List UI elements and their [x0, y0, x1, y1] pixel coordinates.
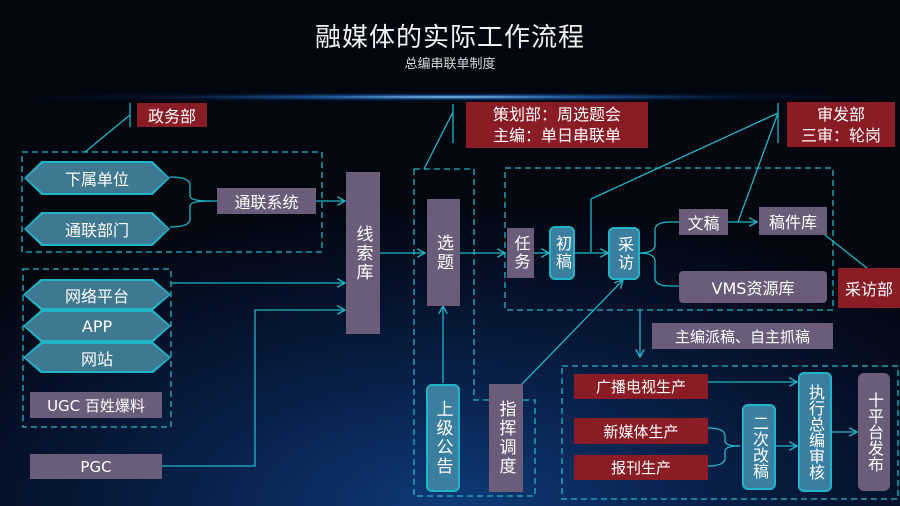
- interview-dept-label: 采访部: [838, 268, 900, 308]
- page-subtitle: 总编串联单制度: [404, 57, 496, 72]
- manuscript-box: 文稿: [679, 209, 728, 235]
- page-title: 融媒体的实际工作流程: [314, 23, 585, 53]
- interview-box: 采访: [608, 227, 640, 280]
- group-topic-dashed: [413, 168, 536, 497]
- publish-box: 十平台发布: [858, 373, 890, 491]
- planning-line-2: 主编：单日串联单: [492, 126, 621, 145]
- dispatch-note-box: 主编派稿、自主抓稿: [652, 323, 833, 349]
- first-draft-box: 初稿: [549, 226, 575, 280]
- new-media-box: 新媒体生产: [574, 418, 708, 444]
- liaison-system-box: 通联系统: [217, 188, 316, 214]
- hex-network-platform: 网络平台: [25, 281, 169, 308]
- review-line-2: 三审：轮岗: [800, 125, 881, 145]
- clue-library-box: 线索库: [346, 172, 380, 334]
- group-production-dashed: [561, 365, 899, 500]
- group-liaison-dashed: [21, 151, 323, 253]
- planning-line-1: 策划部：周选题会: [492, 105, 621, 124]
- broadcast-tv-box: 广播电视生产: [574, 374, 708, 399]
- manuscript-library-box: 稿件库: [759, 207, 827, 235]
- superior-notice-box: 上级公告: [426, 384, 460, 492]
- hex-website: 网站: [25, 344, 169, 371]
- vms-library-box: VMS资源库: [679, 271, 827, 303]
- review-line-1: 审发部: [816, 104, 865, 124]
- government-dept-label: 政务部: [137, 103, 207, 127]
- review-dept-label: 审发部 三审：轮岗: [787, 102, 895, 147]
- header-glow-divider: [0, 92, 900, 102]
- group-interview-dashed: [504, 167, 834, 311]
- topic-selection-box: 选题: [427, 199, 460, 306]
- group-network-dashed: [22, 268, 172, 428]
- hex-subordinate-units: 下属单位: [26, 163, 168, 193]
- hex-app: APP: [25, 312, 169, 340]
- planning-dept-label: 策划部：周选题会 主编：单日串联单: [466, 102, 648, 148]
- task-box: 任务: [507, 228, 534, 278]
- second-edit-box: 二次改稿: [742, 404, 776, 490]
- hex-liaison-dept: 通联部门: [26, 214, 168, 244]
- newspaper-box: 报刊生产: [574, 455, 708, 480]
- executive-review-box: 执行总编审核: [798, 372, 832, 492]
- command-dispatch-box: 指挥调度: [489, 384, 523, 492]
- ugc-box: UGC 百姓爆料: [30, 392, 162, 418]
- pgc-box: PGC: [30, 454, 162, 479]
